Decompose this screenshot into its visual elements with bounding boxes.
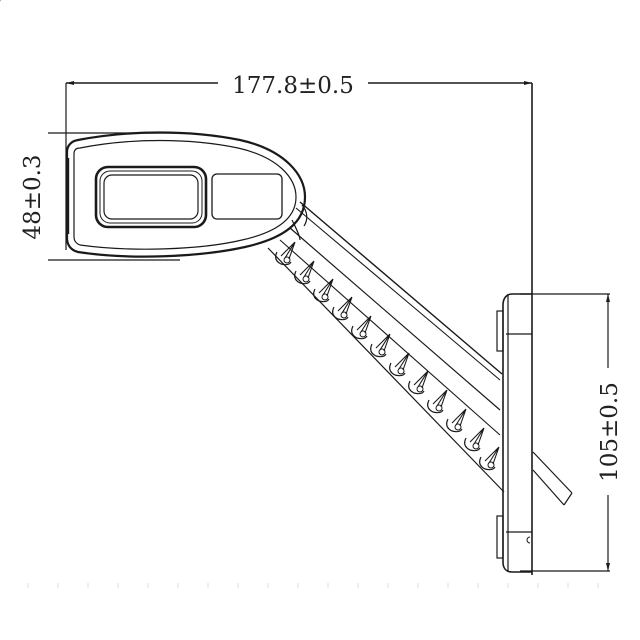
base-height-dimension: 105±0.5 (520, 293, 623, 572)
lower-mounting-tab (496, 515, 504, 559)
width-dimension: 177.8±0.5 (65, 73, 533, 575)
height-dimension-label: 48±0.3 (20, 154, 46, 239)
width-dimension-label: 177.8±0.5 (232, 73, 354, 99)
bottom-ticks (27, 583, 599, 588)
arm-ribs (0, 0, 500, 471)
secondary-lens (211, 173, 283, 220)
mounting-base (496, 293, 532, 573)
upper-mounting-tab (496, 310, 504, 352)
main-lens (94, 165, 208, 229)
height-dimension: 48±0.3 (20, 132, 180, 261)
lamp-arm (267, 201, 573, 506)
base-height-dimension-label: 105±0.5 (597, 382, 623, 482)
lamp-head (65, 131, 308, 258)
